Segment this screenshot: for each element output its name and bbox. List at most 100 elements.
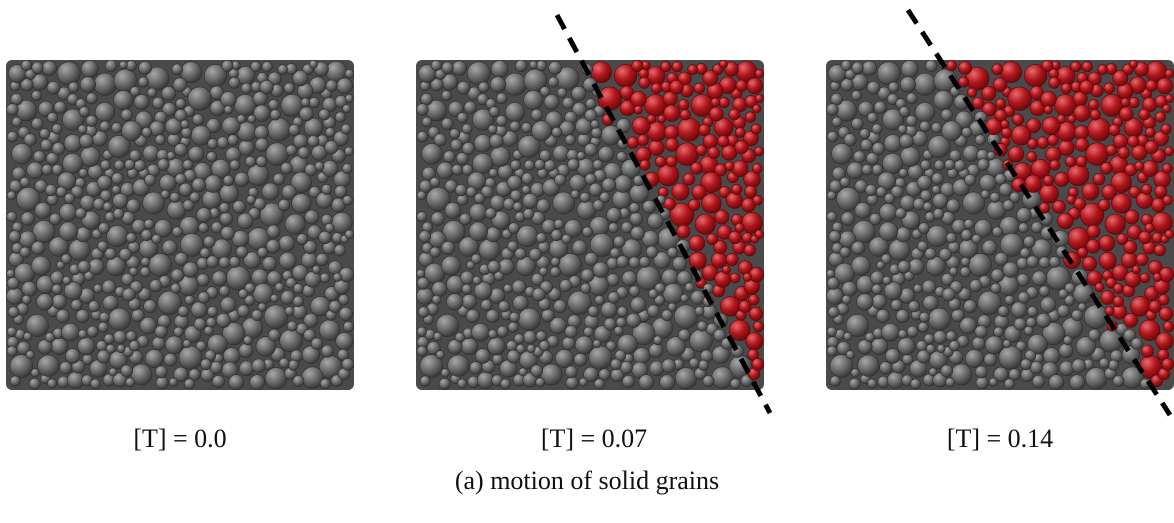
grain — [6, 276, 20, 290]
moved-grain — [664, 137, 679, 152]
grain — [435, 350, 445, 360]
grain — [469, 361, 483, 375]
grain — [945, 198, 961, 214]
grain — [6, 130, 19, 143]
grain — [941, 272, 955, 286]
grain — [567, 290, 592, 315]
grain — [218, 256, 231, 269]
panel-t014 — [826, 8, 1174, 417]
grain — [898, 168, 909, 178]
grain — [244, 294, 256, 306]
grain — [142, 144, 160, 162]
grain — [25, 350, 35, 360]
grain — [450, 138, 463, 152]
moved-grain — [724, 161, 735, 172]
moved-grain — [1154, 111, 1166, 123]
grain — [101, 279, 117, 295]
grain — [878, 221, 898, 242]
grain — [232, 200, 246, 214]
grain — [609, 247, 621, 259]
grain — [517, 135, 541, 158]
grain — [991, 226, 1003, 238]
grain — [51, 294, 67, 310]
grain — [919, 311, 930, 323]
grain — [826, 190, 837, 201]
moved-grain — [1007, 86, 1032, 111]
grain — [119, 60, 128, 70]
grain — [949, 149, 962, 162]
moved-grain — [1153, 244, 1166, 257]
grain — [645, 245, 659, 259]
grain — [673, 304, 699, 329]
grain — [341, 163, 353, 174]
grain — [468, 221, 488, 242]
grain — [87, 258, 105, 276]
moved-grain — [714, 209, 730, 225]
grain — [514, 60, 528, 73]
moved-grain — [710, 97, 721, 108]
moved-grain — [1000, 119, 1010, 129]
grain — [983, 352, 998, 367]
grain — [174, 252, 189, 266]
grain — [944, 159, 956, 171]
grain — [495, 115, 508, 127]
grain — [280, 290, 296, 305]
grain — [487, 124, 498, 135]
grain — [971, 233, 982, 245]
grain — [255, 155, 268, 168]
grain — [334, 185, 348, 199]
grain — [472, 153, 494, 175]
grain — [451, 60, 467, 76]
grain — [37, 354, 60, 377]
grain — [211, 270, 228, 287]
moved-grain — [1081, 61, 1093, 73]
grain — [648, 360, 665, 377]
grain — [172, 77, 188, 92]
grain — [421, 143, 443, 165]
grain — [70, 185, 84, 199]
moved-grain — [650, 82, 663, 94]
grain — [913, 283, 923, 294]
grain — [518, 367, 528, 377]
grain — [416, 276, 430, 290]
grain — [547, 76, 559, 88]
grain — [653, 294, 665, 306]
grain — [1015, 340, 1027, 352]
grain — [826, 130, 839, 143]
grain — [113, 330, 128, 345]
moved-grain — [1144, 127, 1156, 138]
grain — [266, 270, 283, 286]
grain — [125, 232, 137, 244]
grain — [1040, 296, 1057, 313]
moved-grain — [966, 87, 978, 98]
grain — [515, 343, 526, 354]
grain — [694, 306, 705, 316]
grain — [561, 96, 575, 110]
grain — [157, 158, 170, 171]
moved-grain — [754, 94, 764, 103]
grain — [63, 134, 83, 153]
grain — [318, 230, 332, 244]
grain — [1029, 360, 1043, 375]
grain — [106, 225, 129, 248]
grain — [522, 330, 537, 345]
grain — [125, 60, 137, 72]
grain — [610, 358, 622, 371]
grain — [6, 190, 17, 201]
grain — [292, 375, 305, 387]
grain — [161, 102, 177, 117]
grain — [841, 281, 858, 297]
grain — [182, 261, 199, 278]
grain — [620, 221, 633, 234]
grain — [243, 251, 261, 269]
grain — [240, 82, 252, 94]
grain — [228, 76, 241, 89]
grain — [154, 134, 166, 146]
grain — [229, 159, 241, 171]
grain — [111, 172, 124, 185]
moved-grain — [1127, 135, 1140, 148]
grain — [173, 326, 184, 338]
grain — [227, 134, 239, 146]
grain — [907, 300, 920, 313]
grain — [552, 144, 570, 162]
